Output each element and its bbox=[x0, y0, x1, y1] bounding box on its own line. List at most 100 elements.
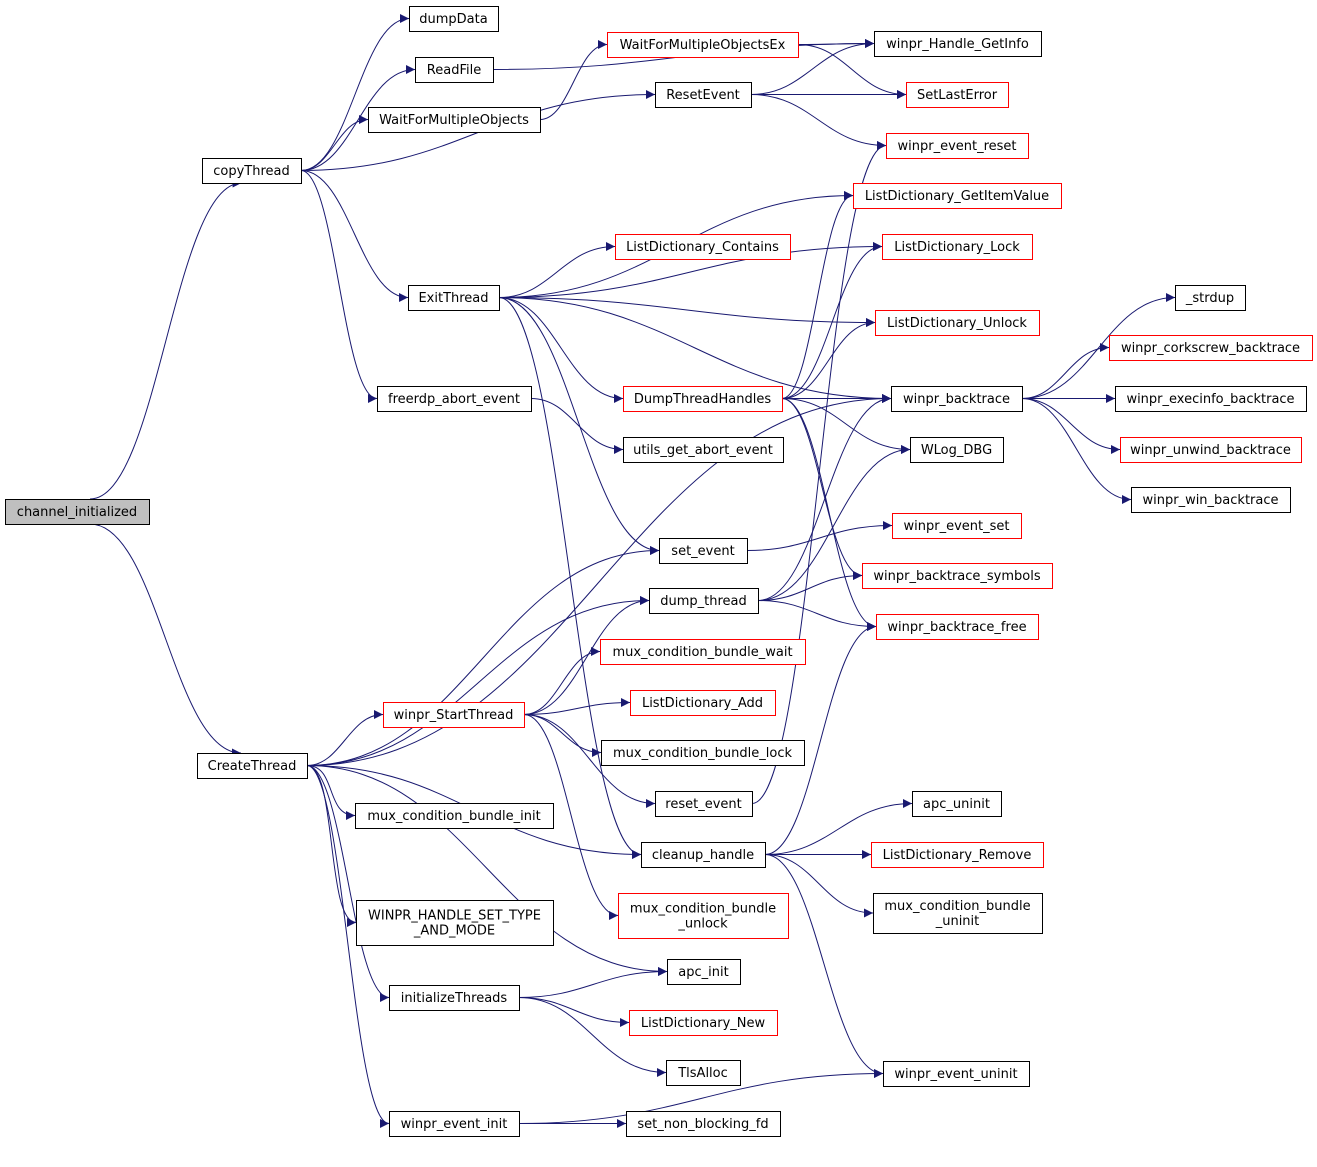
node-label: winpr_backtrace_free bbox=[887, 620, 1026, 635]
node-WaitForMultipleObjects[interactable]: WaitForMultipleObjects bbox=[368, 107, 541, 133]
node-label: winpr_corkscrew_backtrace bbox=[1121, 341, 1300, 356]
node-ListDictionary_Unlock[interactable]: ListDictionary_Unlock bbox=[875, 310, 1040, 336]
node-apc_uninit[interactable]: apc_uninit bbox=[912, 791, 1002, 817]
node-ListDictionary_Lock[interactable]: ListDictionary_Lock bbox=[882, 234, 1033, 260]
node-label: dump_thread bbox=[660, 594, 747, 609]
node-label: mux_condition_bundle bbox=[630, 902, 776, 917]
node-mux_condition_bundle_init[interactable]: mux_condition_bundle_init bbox=[355, 803, 554, 829]
node-ListDictionary_Contains[interactable]: ListDictionary_Contains bbox=[615, 234, 791, 260]
node-TlsAlloc[interactable]: TlsAlloc bbox=[666, 1060, 741, 1086]
node-box bbox=[629, 1010, 778, 1036]
node-mux_condition_bundle_lock[interactable]: mux_condition_bundle_lock bbox=[601, 740, 805, 766]
node-utils_get_abort_event[interactable]: utils_get_abort_event bbox=[623, 437, 784, 463]
node-label: winpr_event_reset bbox=[897, 139, 1016, 154]
node-winpr_unwind_backtrace[interactable]: winpr_unwind_backtrace bbox=[1120, 437, 1302, 463]
edge-DumpThreadHandles-to-winpr_backtrace_symbols bbox=[781, 398, 863, 580]
edge-CreateThread-to-apc_init bbox=[306, 765, 668, 976]
node-mux_condition_bundle_unlock[interactable]: mux_condition_bundle_unlock bbox=[618, 893, 789, 939]
node-label: SetLastError bbox=[917, 88, 998, 103]
edge-ExitThread-to-ListDictionary_Contains bbox=[498, 242, 616, 298]
node-label: winpr_win_backtrace bbox=[1142, 493, 1278, 508]
edge-ExitThread-to-ListDictionary_Unlock bbox=[498, 297, 876, 327]
node-label: _AND_MODE bbox=[413, 924, 495, 939]
node-winpr_Handle_GetInfo[interactable]: winpr_Handle_GetInfo bbox=[874, 31, 1042, 57]
edge-dump_thread-to-WLog_DBG bbox=[757, 445, 911, 601]
node-apc_init[interactable]: apc_init bbox=[667, 959, 741, 985]
node-label: WaitForMultipleObjects bbox=[379, 113, 529, 128]
node-winpr_backtrace_symbols[interactable]: winpr_backtrace_symbols bbox=[862, 563, 1053, 589]
node-winpr_backtrace[interactable]: winpr_backtrace bbox=[891, 386, 1023, 412]
node-label: ListDictionary_Unlock bbox=[887, 316, 1027, 331]
edge-copyThread-to-freerdp_abort_event bbox=[300, 170, 378, 403]
node-_strdup[interactable]: _strdup bbox=[1175, 285, 1246, 311]
node-box bbox=[355, 803, 554, 829]
node-winpr_event_reset[interactable]: winpr_event_reset bbox=[886, 133, 1029, 159]
node-winpr_backtrace_free[interactable]: winpr_backtrace_free bbox=[876, 614, 1039, 640]
edge-ExitThread-to-set_event bbox=[498, 297, 660, 555]
node-initializeThreads[interactable]: initializeThreads bbox=[389, 985, 520, 1011]
node-mux_condition_bundle_uninit[interactable]: mux_condition_bundle_uninit bbox=[873, 893, 1043, 934]
edge-set_event-to-winpr_event_set bbox=[746, 521, 893, 551]
node-label: winpr_StartThread bbox=[394, 708, 514, 723]
node-winpr_execinfo_backtrace[interactable]: winpr_execinfo_backtrace bbox=[1115, 386, 1307, 412]
node-CreateThread[interactable]: CreateThread bbox=[197, 753, 308, 779]
node-dumpData[interactable]: dumpData bbox=[409, 6, 499, 32]
node-box bbox=[389, 1111, 520, 1137]
edge-winpr_backtrace-to-winpr_unwind_backtrace bbox=[1021, 398, 1121, 454]
node-ResetEvent[interactable]: ResetEvent bbox=[655, 82, 752, 108]
edge-WaitForMultipleObjects-to-WaitForMultipleObjectsEx bbox=[539, 40, 608, 120]
edge-CreateThread-to-dump_thread bbox=[306, 596, 650, 766]
node-winpr_StartThread[interactable]: winpr_StartThread bbox=[383, 702, 525, 728]
node-winpr_corkscrew_backtrace[interactable]: winpr_corkscrew_backtrace bbox=[1109, 335, 1313, 361]
edge-reset_event-to-winpr_event_reset bbox=[751, 141, 887, 804]
node-ExitThread[interactable]: ExitThread bbox=[408, 285, 500, 311]
node-winpr_event_uninit[interactable]: winpr_event_uninit bbox=[883, 1061, 1030, 1087]
edge-DumpThreadHandles-to-ListDictionary_Lock bbox=[781, 242, 883, 399]
node-box bbox=[873, 893, 1043, 934]
node-WLog_DBG[interactable]: WLog_DBG bbox=[910, 437, 1004, 463]
node-label: mux_condition_bundle_lock bbox=[613, 746, 793, 761]
node-ListDictionary_New[interactable]: ListDictionary_New bbox=[629, 1010, 778, 1036]
node-DumpThreadHandles[interactable]: DumpThreadHandles bbox=[623, 386, 783, 412]
edge-cleanup_handle-to-winpr_event_uninit bbox=[764, 854, 884, 1078]
node-ReadFile[interactable]: ReadFile bbox=[415, 57, 494, 83]
node-channel_initialized[interactable]: channel_initialized bbox=[5, 499, 150, 525]
node-WINPR_HANDLE_SET_TYPE_AND_MODE[interactable]: WINPR_HANDLE_SET_TYPE_AND_MODE bbox=[356, 900, 554, 946]
node-set_non_blocking_fd[interactable]: set_non_blocking_fd bbox=[626, 1111, 781, 1137]
edge-winpr_StartThread-to-ListDictionary_Add bbox=[523, 698, 631, 715]
edge-winpr_StartThread-to-mux_condition_bundle_unlock bbox=[523, 714, 619, 920]
node-box bbox=[1109, 335, 1313, 361]
node-reset_event[interactable]: reset_event bbox=[655, 791, 753, 817]
edge-initializeThreads-to-TlsAlloc bbox=[518, 997, 667, 1077]
node-label: ListDictionary_Remove bbox=[883, 848, 1032, 863]
edge-CreateThread-to-winpr_event_init bbox=[306, 765, 390, 1128]
edge-cleanup_handle-to-winpr_backtrace_free bbox=[764, 622, 877, 855]
edge-winpr_StartThread-to-reset_event bbox=[523, 714, 656, 808]
node-ListDictionary_Add[interactable]: ListDictionary_Add bbox=[630, 690, 776, 716]
node-box bbox=[641, 842, 766, 868]
node-SetLastError[interactable]: SetLastError bbox=[906, 82, 1009, 108]
node-winpr_win_backtrace[interactable]: winpr_win_backtrace bbox=[1131, 487, 1291, 513]
node-WaitForMultipleObjectsEx[interactable]: WaitForMultipleObjectsEx bbox=[607, 32, 799, 58]
node-dump_thread[interactable]: dump_thread bbox=[649, 588, 759, 614]
node-winpr_event_init[interactable]: winpr_event_init bbox=[389, 1111, 520, 1137]
node-set_event[interactable]: set_event bbox=[659, 538, 748, 564]
edge-dump_thread-to-winpr_backtrace_symbols bbox=[757, 571, 863, 601]
node-box bbox=[1175, 285, 1246, 311]
node-ListDictionary_Remove[interactable]: ListDictionary_Remove bbox=[871, 842, 1044, 868]
node-label: WaitForMultipleObjectsEx bbox=[620, 38, 786, 53]
node-copyThread[interactable]: copyThread bbox=[202, 158, 302, 184]
node-freerdp_abort_event[interactable]: freerdp_abort_event bbox=[377, 386, 532, 412]
edge-ExitThread-to-winpr_backtrace bbox=[498, 297, 892, 403]
edge-winpr_StartThread-to-dump_thread bbox=[523, 596, 650, 715]
node-ListDictionary_GetItemValue[interactable]: ListDictionary_GetItemValue bbox=[853, 183, 1062, 209]
node-winpr_event_set[interactable]: winpr_event_set bbox=[892, 513, 1022, 539]
node-mux_condition_bundle_wait[interactable]: mux_condition_bundle_wait bbox=[600, 639, 806, 665]
node-box bbox=[630, 690, 776, 716]
edge-CreateThread-to-WINPR_HANDLE_SET_TYPE_AND_MODE bbox=[306, 765, 357, 927]
node-label: WLog_DBG bbox=[921, 443, 992, 458]
node-cleanup_handle[interactable]: cleanup_handle bbox=[641, 842, 766, 868]
node-label: ListDictionary_Lock bbox=[894, 240, 1020, 255]
node-box bbox=[1131, 487, 1291, 513]
